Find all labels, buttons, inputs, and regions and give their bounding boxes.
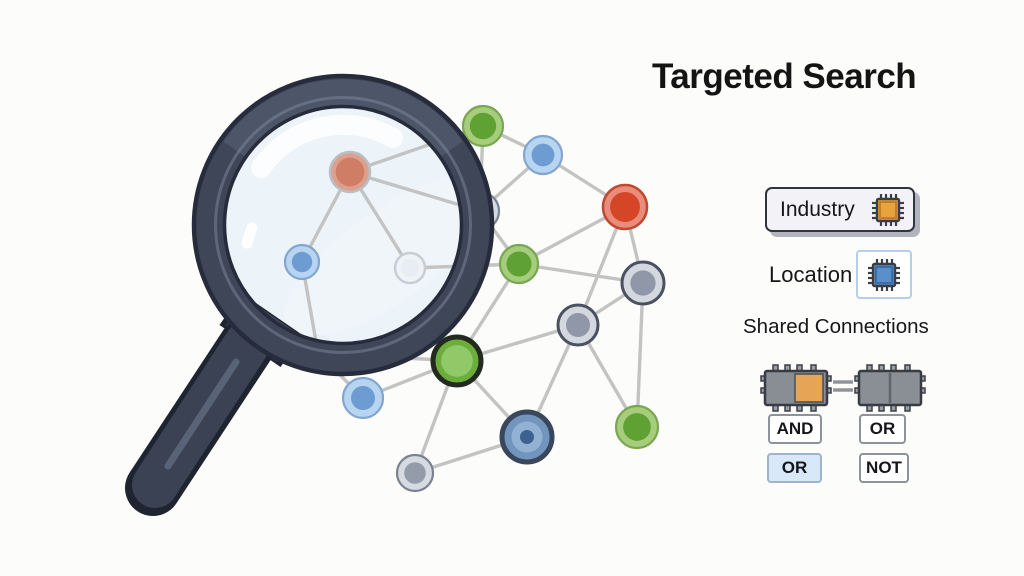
graph-node-blue	[522, 134, 564, 176]
graph-node-green	[614, 404, 660, 450]
not-operator-button[interactable]: NOT	[859, 453, 909, 483]
magnifier-handle	[125, 317, 275, 516]
magnifier-network-illustration	[125, 73, 666, 516]
graph-node-salmon	[328, 150, 372, 194]
page-title: Targeted Search	[652, 57, 917, 96]
or-operator-button[interactable]: OR	[859, 414, 906, 444]
industry-filter-chip[interactable]: Industry	[765, 187, 915, 232]
chip-left	[760, 364, 832, 412]
chip-icon-orange	[872, 193, 904, 226]
graph-edge	[635, 281, 645, 429]
graph-node-grayDark	[620, 260, 666, 306]
chip-right	[854, 364, 926, 412]
graph-node-blue	[341, 376, 385, 420]
shared-connections-label: Shared Connections	[743, 315, 929, 338]
graph-node-green	[461, 104, 505, 148]
lens-glass	[224, 106, 462, 344]
equals-link	[833, 380, 853, 392]
lens-content	[283, 124, 460, 342]
graph-node-greenBig	[430, 334, 484, 388]
industry-filter-label: Industry	[780, 197, 855, 221]
magnifier-rim	[191, 73, 495, 377]
graph-node-gray	[395, 453, 435, 493]
graph-edge	[408, 262, 460, 270]
linked-chips-icon	[760, 364, 926, 412]
graph-node-blueBig	[499, 409, 555, 465]
graph-node-blue	[283, 243, 321, 281]
graph-node-ghost	[393, 251, 427, 285]
or-operator-button-active[interactable]: OR	[767, 453, 822, 483]
graph-node-grayDark	[556, 303, 600, 347]
graph-node-red	[601, 183, 649, 231]
graph-edge	[348, 124, 460, 174]
graph-node-green	[498, 243, 540, 285]
and-operator-button[interactable]: AND	[768, 414, 822, 444]
graph-nodes	[299, 104, 666, 493]
lens-sheen	[241, 114, 460, 336]
location-chip-button[interactable]	[856, 250, 912, 299]
chip-icon-blue	[868, 258, 900, 291]
location-filter-label: Location	[769, 262, 853, 287]
